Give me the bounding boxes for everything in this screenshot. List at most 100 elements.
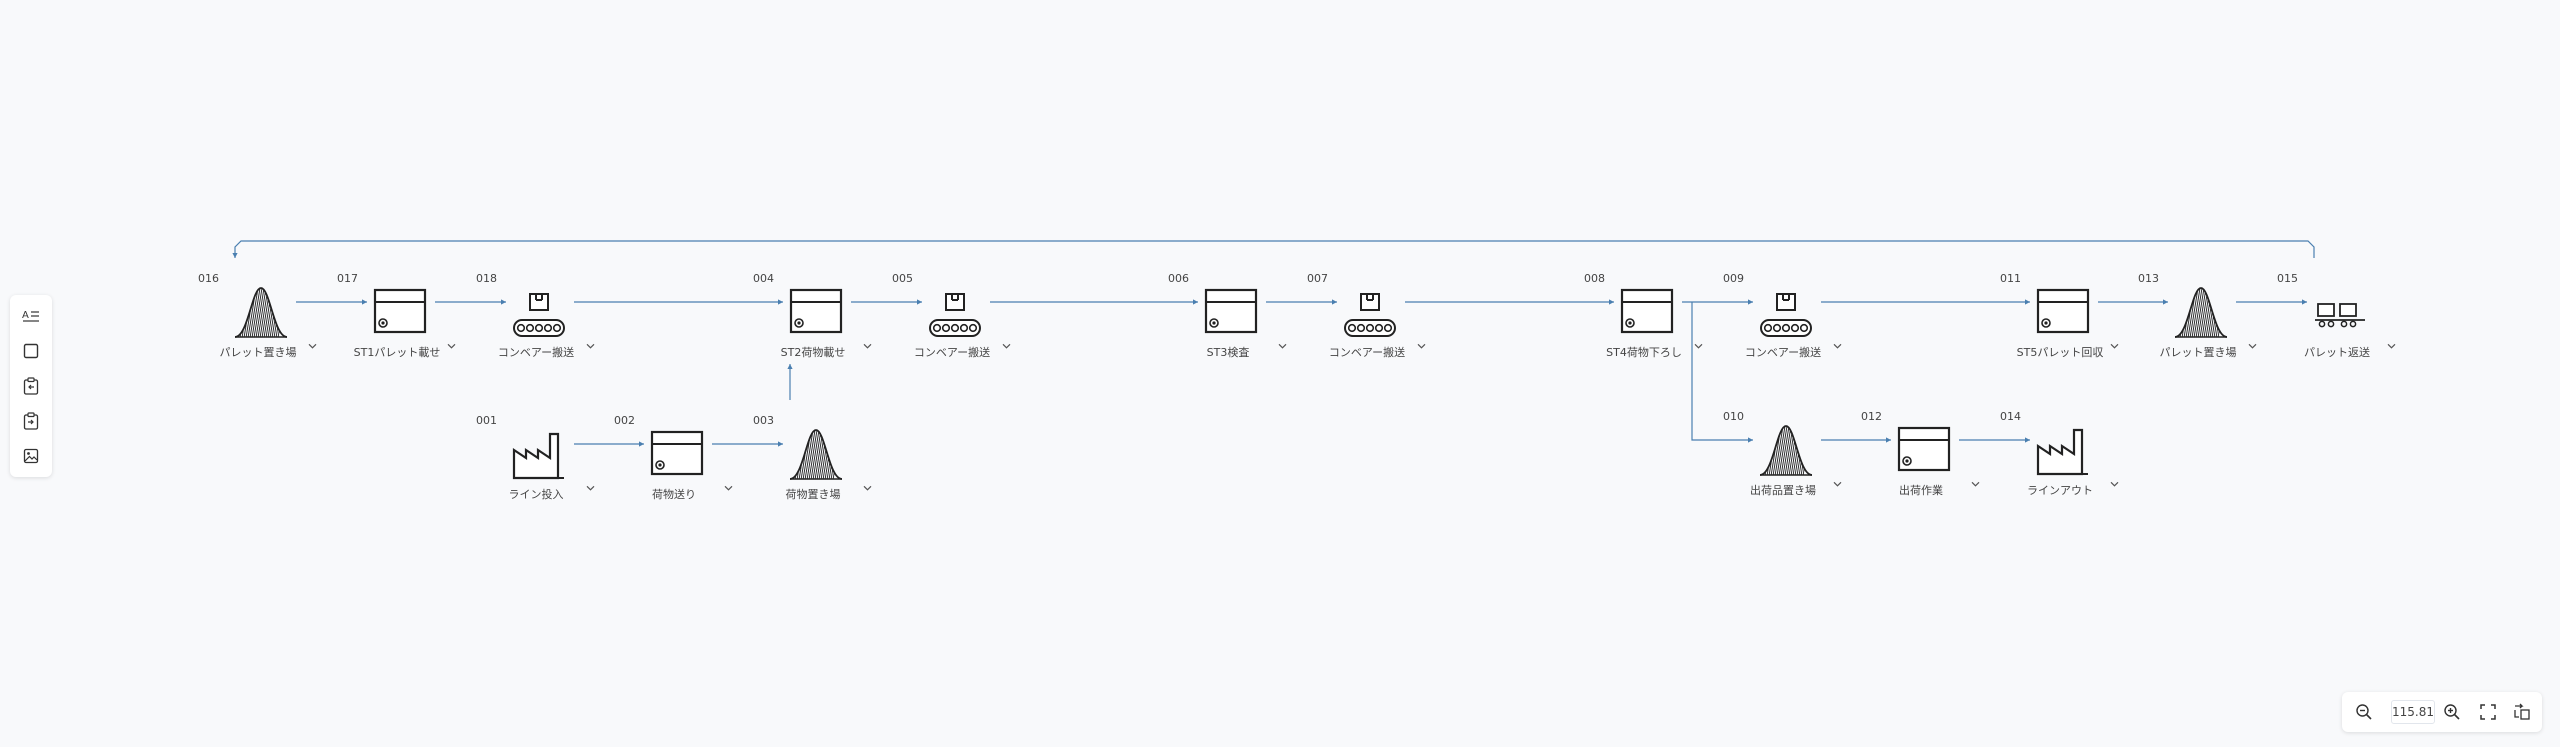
node-007[interactable]: 007 コンベアー搬送 [1307,272,1427,372]
node-label: ライン投入 [508,488,564,501]
node-id: 012 [1861,410,1882,423]
node-016[interactable]: 016 パレット置き場 [198,272,318,372]
chevron-down-icon[interactable] [863,342,873,354]
conveyor-icon [1343,284,1397,340]
node-label: ST1パレット載せ [353,346,441,359]
node-id: 002 [614,414,635,427]
node-id: 011 [2000,272,2021,285]
node-001[interactable]: 001 ライン投入 [476,414,596,514]
station-icon [373,284,427,340]
edge-010-012-arrowhead [1886,437,1891,443]
chevron-down-icon[interactable] [1417,342,1427,354]
chevron-down-icon[interactable] [1833,342,1843,354]
zoom-in-button[interactable] [2440,700,2464,724]
node-017[interactable]: 017 ST1パレット載せ [337,272,457,372]
zoom-out-button[interactable] [2352,700,2376,724]
edge-011-013-arrowhead [2163,299,2168,305]
pile-icon [234,284,288,340]
node-002[interactable]: 002 荷物送り [614,414,734,514]
image-tool-button[interactable] [17,442,45,470]
edge-007-008-arrowhead [1609,299,1614,305]
zoom-in-icon [2444,704,2460,720]
station-icon [650,426,704,482]
node-label: ST2荷物載せ [780,346,846,359]
node-id: 007 [1307,272,1328,285]
node-id: 013 [2138,272,2159,285]
node-008[interactable]: 008 ST4荷物下ろし [1584,272,1704,372]
station-icon [1620,284,1674,340]
chevron-down-icon[interactable] [1971,480,1981,492]
layout-swap-icon [2514,703,2530,720]
node-id: 009 [1723,272,1744,285]
node-003[interactable]: 003 荷物置き場 [753,414,873,514]
node-label: 出荷品置き場 [1750,484,1816,497]
factory-icon [2036,422,2090,478]
rectangle-tool-button[interactable] [17,337,45,365]
chevron-down-icon[interactable] [1694,342,1704,354]
edge-015-016[interactable] [234,240,2315,258]
text-tool-button[interactable]: A [17,302,45,330]
edge-013-015-arrowhead [2302,299,2307,305]
node-label: ST5パレット回収 [2016,346,2104,359]
node-id: 014 [2000,410,2021,423]
paste-tool-button[interactable] [17,372,45,400]
node-id: 004 [753,272,774,285]
node-id: 001 [476,414,497,427]
fit-screen-button[interactable] [2476,700,2500,724]
node-009[interactable]: 009 コンベアー搬送 [1723,272,1843,372]
zoom-out-icon [2356,704,2372,720]
edge-004-005-arrowhead [917,299,922,305]
edge-015-016-arrowhead [232,253,238,258]
node-label: 出荷作業 [1899,484,1943,497]
node-label: コンベアー搬送 [497,346,575,359]
node-011[interactable]: 011 ST5パレット回収 [2000,272,2120,372]
image-icon [23,448,39,464]
pile-icon [789,426,843,482]
station-icon [1204,284,1258,340]
node-id: 008 [1584,272,1605,285]
conveyor-icon [928,284,982,340]
fit-screen-icon [2480,704,2496,720]
edge-001-002-arrowhead [639,441,644,447]
chevron-down-icon[interactable] [2387,342,2397,354]
chevron-down-icon[interactable] [586,484,596,496]
node-006[interactable]: 006 ST3検査 [1168,272,1288,372]
chevron-down-icon[interactable] [2110,342,2120,354]
chevron-down-icon[interactable] [586,342,596,354]
node-014[interactable]: 014 ラインアウト [2000,410,2120,510]
zoom-level-display[interactable]: 115.81 [2391,700,2435,724]
node-015[interactable]: 015 パレット返送 [2277,272,2397,372]
node-id: 017 [337,272,358,285]
edge-005-006-arrowhead [1193,299,1198,305]
node-010[interactable]: 010 出荷品置き場 [1723,410,1843,510]
node-label: ラインアウト [2027,484,2093,497]
chevron-down-icon[interactable] [447,342,457,354]
chevron-down-icon[interactable] [1002,342,1012,354]
chevron-down-icon[interactable] [2110,480,2120,492]
copy-tool-button[interactable] [17,407,45,435]
edge-003-004-arrowhead [787,364,793,369]
node-id: 003 [753,414,774,427]
clipboard-out-icon [23,412,39,430]
node-004[interactable]: 004 ST2荷物載せ [753,272,873,372]
edge-008-009-arrowhead [1748,299,1753,305]
auto-layout-button[interactable] [2510,700,2534,724]
pile-icon [1759,422,1813,478]
text-format-icon: A [22,310,39,322]
chevron-down-icon[interactable] [1833,480,1843,492]
chevron-down-icon[interactable] [308,342,318,354]
node-013[interactable]: 013 パレット置き場 [2138,272,2258,372]
node-018[interactable]: 018 コンベアー搬送 [476,272,596,372]
edge-006-007-arrowhead [1332,299,1337,305]
chevron-down-icon[interactable] [2248,342,2258,354]
station-icon [789,284,843,340]
chevron-down-icon[interactable] [863,484,873,496]
chevron-down-icon[interactable] [724,484,734,496]
edge-009-011-arrowhead [2025,299,2030,305]
node-id: 005 [892,272,913,285]
edge-008-010[interactable] [1691,302,1753,441]
node-005[interactable]: 005 コンベアー搬送 [892,272,1012,372]
node-012[interactable]: 012 出荷作業 [1861,410,1981,510]
chevron-down-icon[interactable] [1278,342,1288,354]
